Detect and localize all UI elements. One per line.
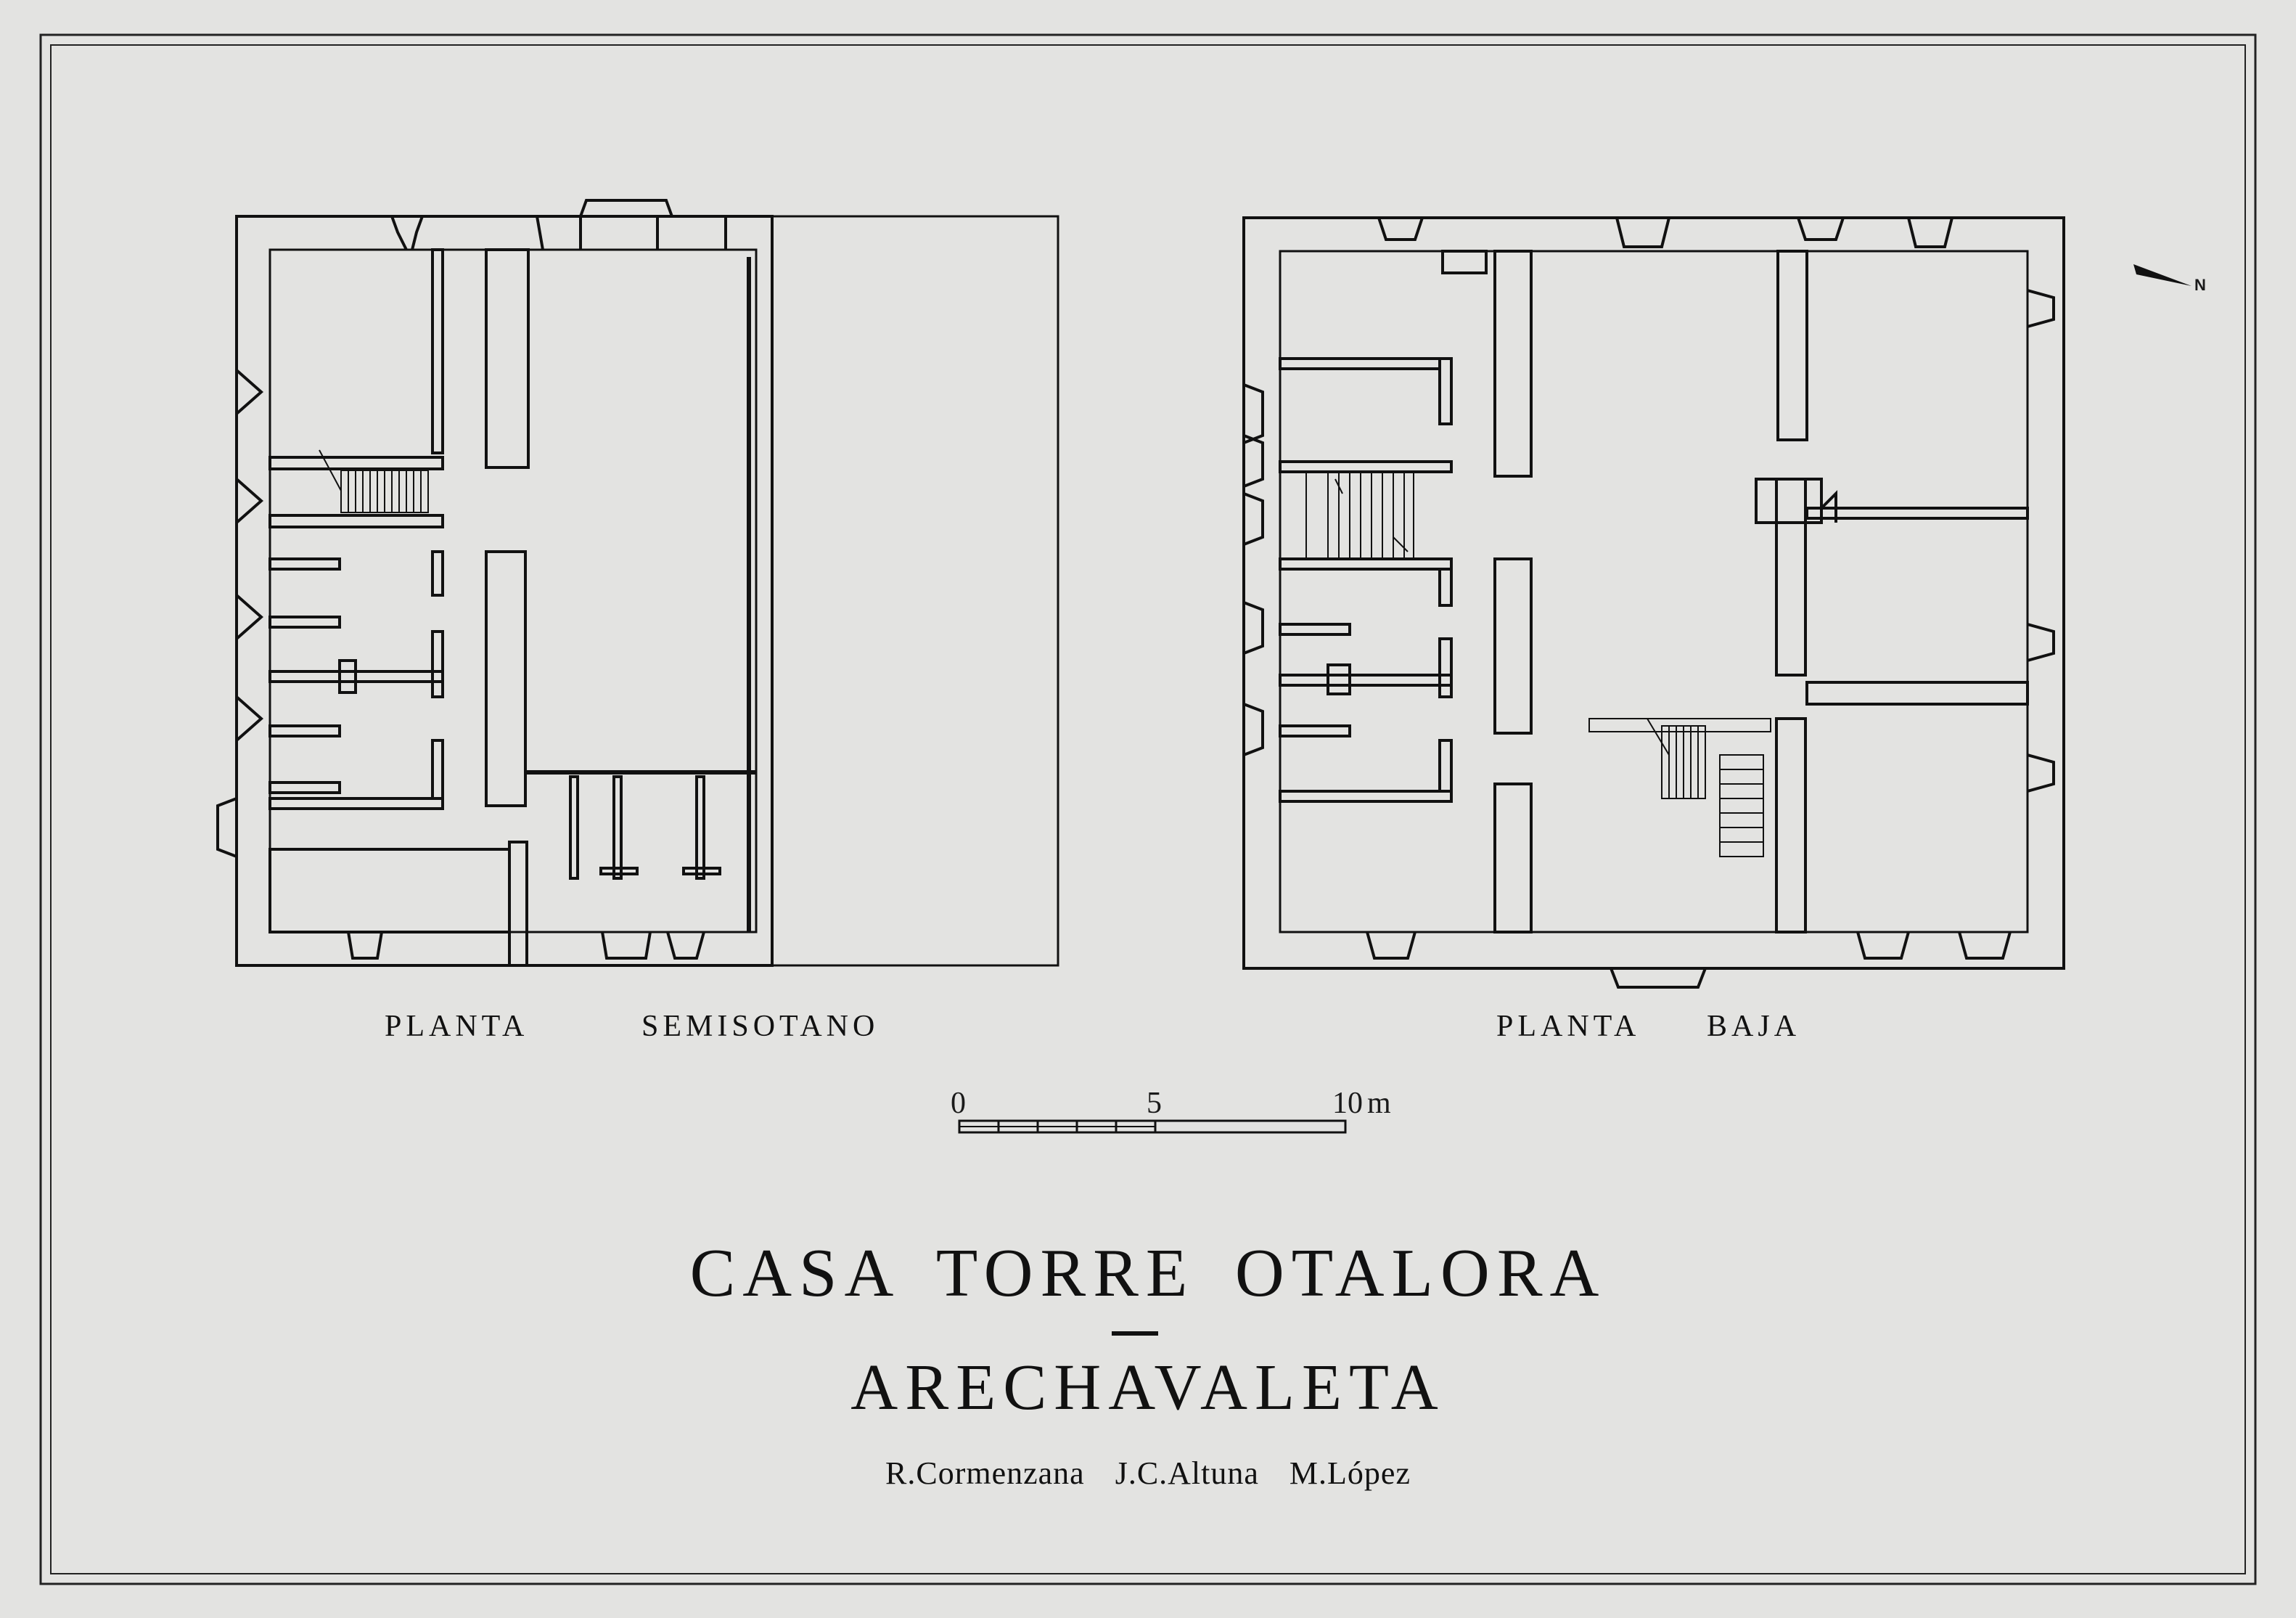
plan-baja	[1242, 216, 2065, 989]
plan-semisotano	[216, 199, 1059, 967]
stair-baja-center	[1588, 718, 1771, 857]
north-label: N	[2194, 276, 2206, 294]
sheet-border	[39, 33, 2257, 1585]
stair-baja-left	[1305, 471, 1414, 560]
plan-label-semisotano: SEMISOTANO	[641, 1010, 880, 1043]
authors: R.Cormenzana J.C.Altuna M.López	[885, 1455, 1411, 1491]
scale-bar	[958, 1119, 1347, 1134]
plan-label-planta-left: PLANTA	[385, 1010, 529, 1043]
scale-label-0: 0	[951, 1087, 966, 1120]
scale-label-5: 5	[1147, 1087, 1162, 1120]
north-arrow-icon	[2133, 264, 2192, 286]
title-separator	[1112, 1331, 1158, 1336]
stair-semisotano	[319, 449, 429, 513]
plan-label-baja: BAJA	[1707, 1010, 1801, 1043]
main-title: CASA TORRE OTALORA	[689, 1235, 1607, 1311]
plan-label-planta-right: PLANTA	[1496, 1010, 1641, 1043]
subtitle: ARECHAVALETA	[850, 1352, 1446, 1423]
